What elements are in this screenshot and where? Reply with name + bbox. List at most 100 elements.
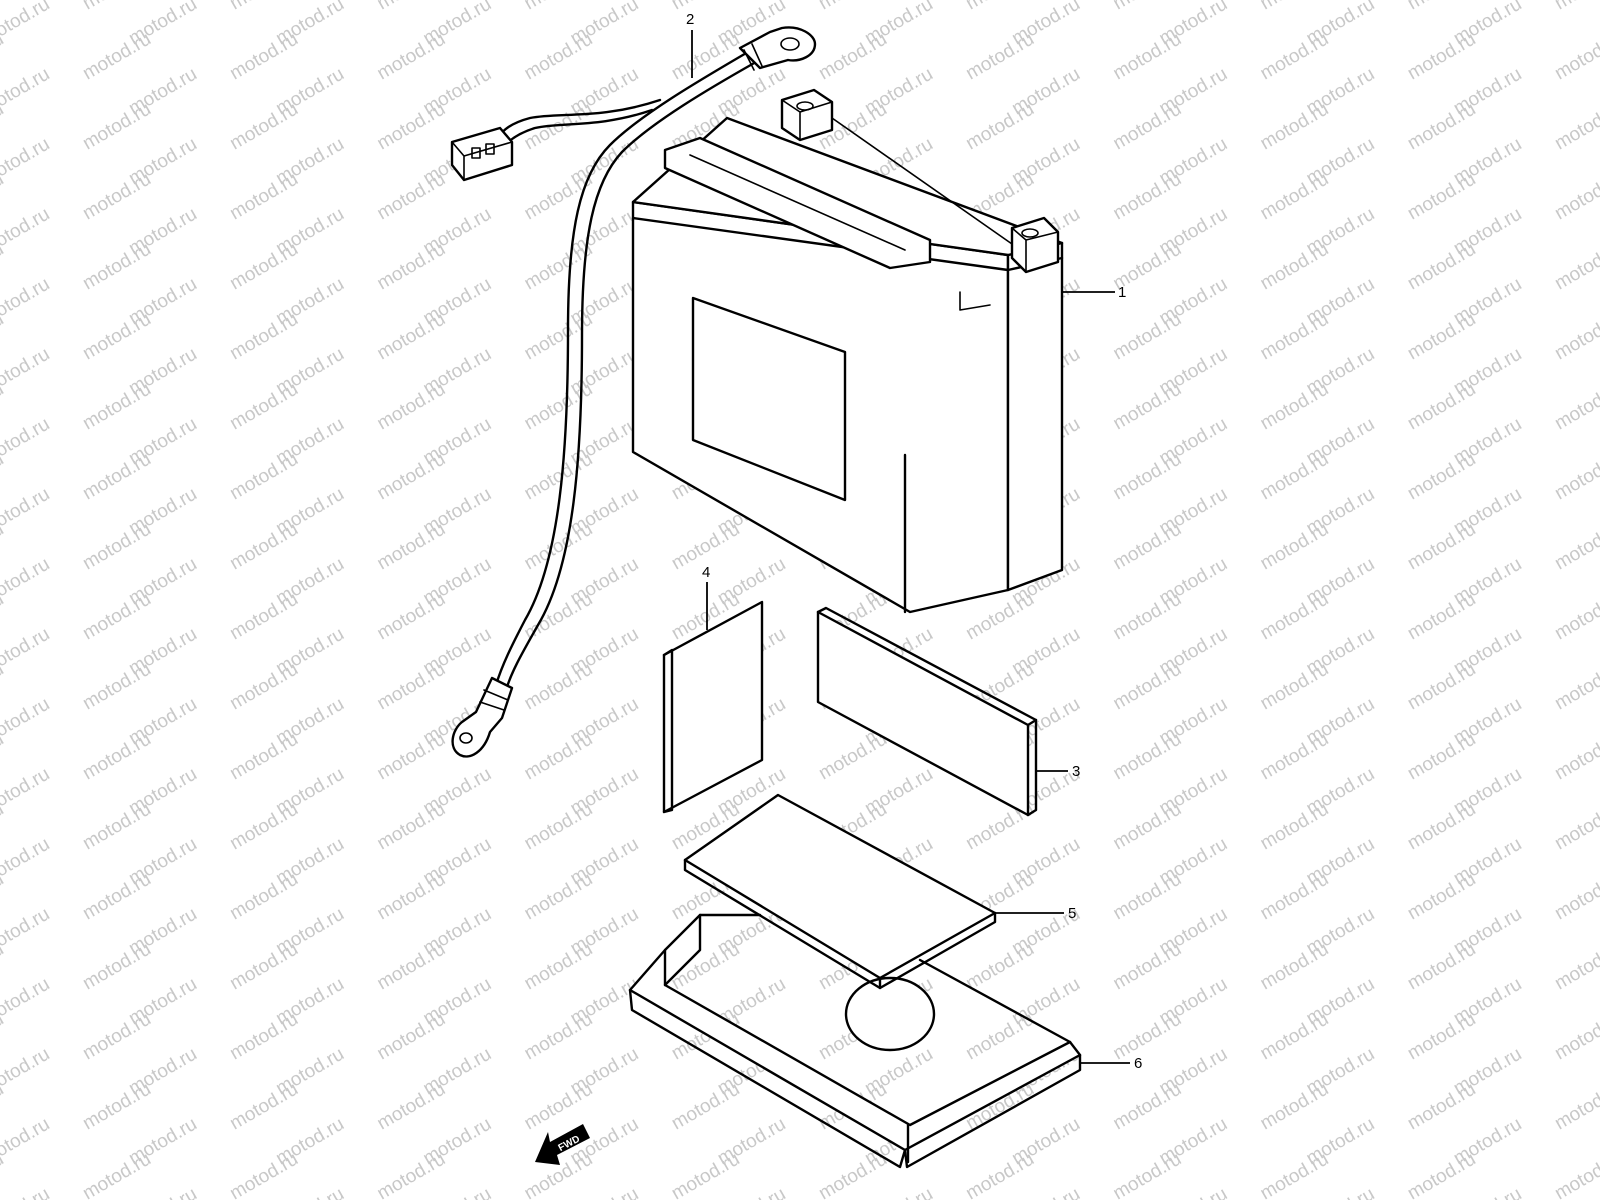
watermark-text: motod.ru: [374, 1009, 449, 1065]
watermark-text: motod.ru: [521, 869, 596, 925]
watermark-text: motod.ru: [0, 624, 53, 680]
watermark-text: motod.ru: [79, 659, 154, 715]
watermark-text: motod.ru: [1257, 449, 1332, 505]
watermark-text: motod.ru: [79, 239, 154, 295]
watermark-text: motod.ru: [1551, 1079, 1600, 1135]
watermark-text: motod.ru: [1551, 449, 1600, 505]
watermark-text: motod.ru: [1404, 1009, 1479, 1065]
watermark-text: motod.ru: [521, 799, 596, 855]
watermark-text: motod.ru: [1551, 1009, 1600, 1065]
watermark-text: motod.ru: [1110, 449, 1185, 505]
battery-cable: [450, 26, 817, 758]
watermark-text: motod.ru: [1257, 1009, 1332, 1065]
watermark-text: motod.ru: [1257, 1079, 1332, 1135]
watermark-text: motod.ru: [374, 659, 449, 715]
watermark-text: motod.ru: [0, 0, 7, 14]
watermark-text: motod.ru: [374, 939, 449, 995]
watermark-text: motod.ru: [962, 29, 1037, 85]
watermark-text: motod.ru: [1404, 379, 1479, 435]
watermark-text: motod.ru: [815, 29, 890, 85]
watermark-text: motod.ru: [0, 904, 53, 960]
watermark-text: motod.ru: [1404, 1079, 1479, 1135]
watermark-text: motod.ru: [0, 0, 53, 49]
watermark-text: motod.ru: [1404, 589, 1479, 645]
watermark-text: motod.ru: [226, 939, 301, 995]
watermark-text: motod.ru: [374, 589, 449, 645]
watermark-text: motod.ru: [1257, 239, 1332, 295]
watermark-text: motod.ru: [962, 1149, 1037, 1200]
watermark-text: motod.ru: [1404, 309, 1479, 365]
watermark-text: motod.ru: [0, 974, 53, 1030]
watermark-text: motod.ru: [1110, 0, 1185, 14]
watermark-text: motod.ru: [1110, 379, 1185, 435]
watermark-text: motod.ru: [79, 309, 154, 365]
watermark-text: motod.ru: [0, 484, 53, 540]
watermark-text: motod.ru: [1110, 99, 1185, 155]
watermark-text: motod.ru: [226, 169, 301, 225]
watermark-text: motod.ru: [1450, 1184, 1525, 1200]
watermark-text: motod.ru: [79, 0, 154, 14]
watermark-text: motod.ru: [1008, 1184, 1083, 1200]
watermark-text: motod.ru: [1110, 1079, 1185, 1135]
watermark-text: motod.ru: [374, 29, 449, 85]
watermark-text: motod.ru: [1404, 659, 1479, 715]
watermark-text: motod.ru: [521, 1009, 596, 1065]
watermark-text: motod.ru: [0, 204, 53, 260]
watermark-text: motod.ru: [1257, 869, 1332, 925]
watermark-text: motod.ru: [374, 869, 449, 925]
watermark-text: motod.ru: [374, 99, 449, 155]
watermark-text: motod.ru: [0, 694, 53, 750]
watermark-text: motod.ru: [1110, 519, 1185, 575]
watermark-text: motod.ru: [1257, 939, 1332, 995]
watermark-text: motod.ru: [1551, 99, 1600, 155]
watermark-text: motod.ru: [962, 0, 1037, 14]
watermark-text: motod.ru: [1110, 589, 1185, 645]
watermark-text: motod.ru: [1257, 99, 1332, 155]
watermark-text: motod.ru: [1257, 659, 1332, 715]
watermark-text: motod.ru: [0, 414, 53, 470]
watermark-text: motod.ru: [521, 449, 596, 505]
watermark-text: motod.ru: [1404, 99, 1479, 155]
watermark-text: motod.ru: [1257, 589, 1332, 645]
watermark-text: motod.ru: [79, 449, 154, 505]
watermark-text: motod.ru: [521, 0, 596, 14]
watermark-text: motod.ru: [79, 869, 154, 925]
watermark-text: motod.ru: [226, 0, 301, 14]
watermark-text: motod.ru: [272, 1184, 347, 1200]
watermark-text: motod.ru: [1257, 379, 1332, 435]
watermark-text: motod.ru: [1551, 939, 1600, 995]
watermark-text: motod.ru: [1257, 0, 1332, 14]
watermark-text: motod.ru: [226, 589, 301, 645]
watermark-text: motod.ru: [1303, 1184, 1378, 1200]
watermark-text: motod.ru: [1404, 0, 1479, 14]
watermark-text: motod.ru: [1257, 1149, 1332, 1200]
watermark-text: motod.ru: [567, 1184, 642, 1200]
watermark-text: motod.ru: [962, 99, 1037, 155]
watermark-text: motod.ru: [815, 1149, 890, 1200]
watermark-text: motod.ru: [1404, 869, 1479, 925]
watermark-text: motod.ru: [374, 1079, 449, 1135]
watermark-text: motod.ru: [1551, 1149, 1600, 1200]
watermark-text: motod.ru: [0, 1044, 53, 1100]
watermark-text: motod.ru: [79, 29, 154, 85]
watermark-text: motod.ru: [1110, 659, 1185, 715]
watermark-text: motod.ru: [0, 1184, 53, 1200]
watermark-text: motod.ru: [1257, 309, 1332, 365]
watermark-text: motod.ru: [0, 274, 53, 330]
callout-6: 6: [1134, 1055, 1142, 1072]
watermark-text: motod.ru: [521, 659, 596, 715]
watermark-text: motod.ru: [1551, 0, 1600, 14]
watermark-text: motod.ru: [521, 939, 596, 995]
watermark-text: motod.ru: [226, 1009, 301, 1065]
watermark-text: motod.ru: [1257, 799, 1332, 855]
watermark-text: motod.ru: [1110, 309, 1185, 365]
watermark-text: motod.ru: [1404, 519, 1479, 575]
watermark-text: motod.ru: [226, 1079, 301, 1135]
watermark-text: motod.ru: [1551, 729, 1600, 785]
watermark-text: motod.ru: [1551, 659, 1600, 715]
watermark-text: motod.ru: [0, 344, 53, 400]
watermark-text: motod.ru: [1551, 589, 1600, 645]
watermark-text: motod.ru: [374, 729, 449, 785]
watermark-text: motod.ru: [668, 1149, 743, 1200]
